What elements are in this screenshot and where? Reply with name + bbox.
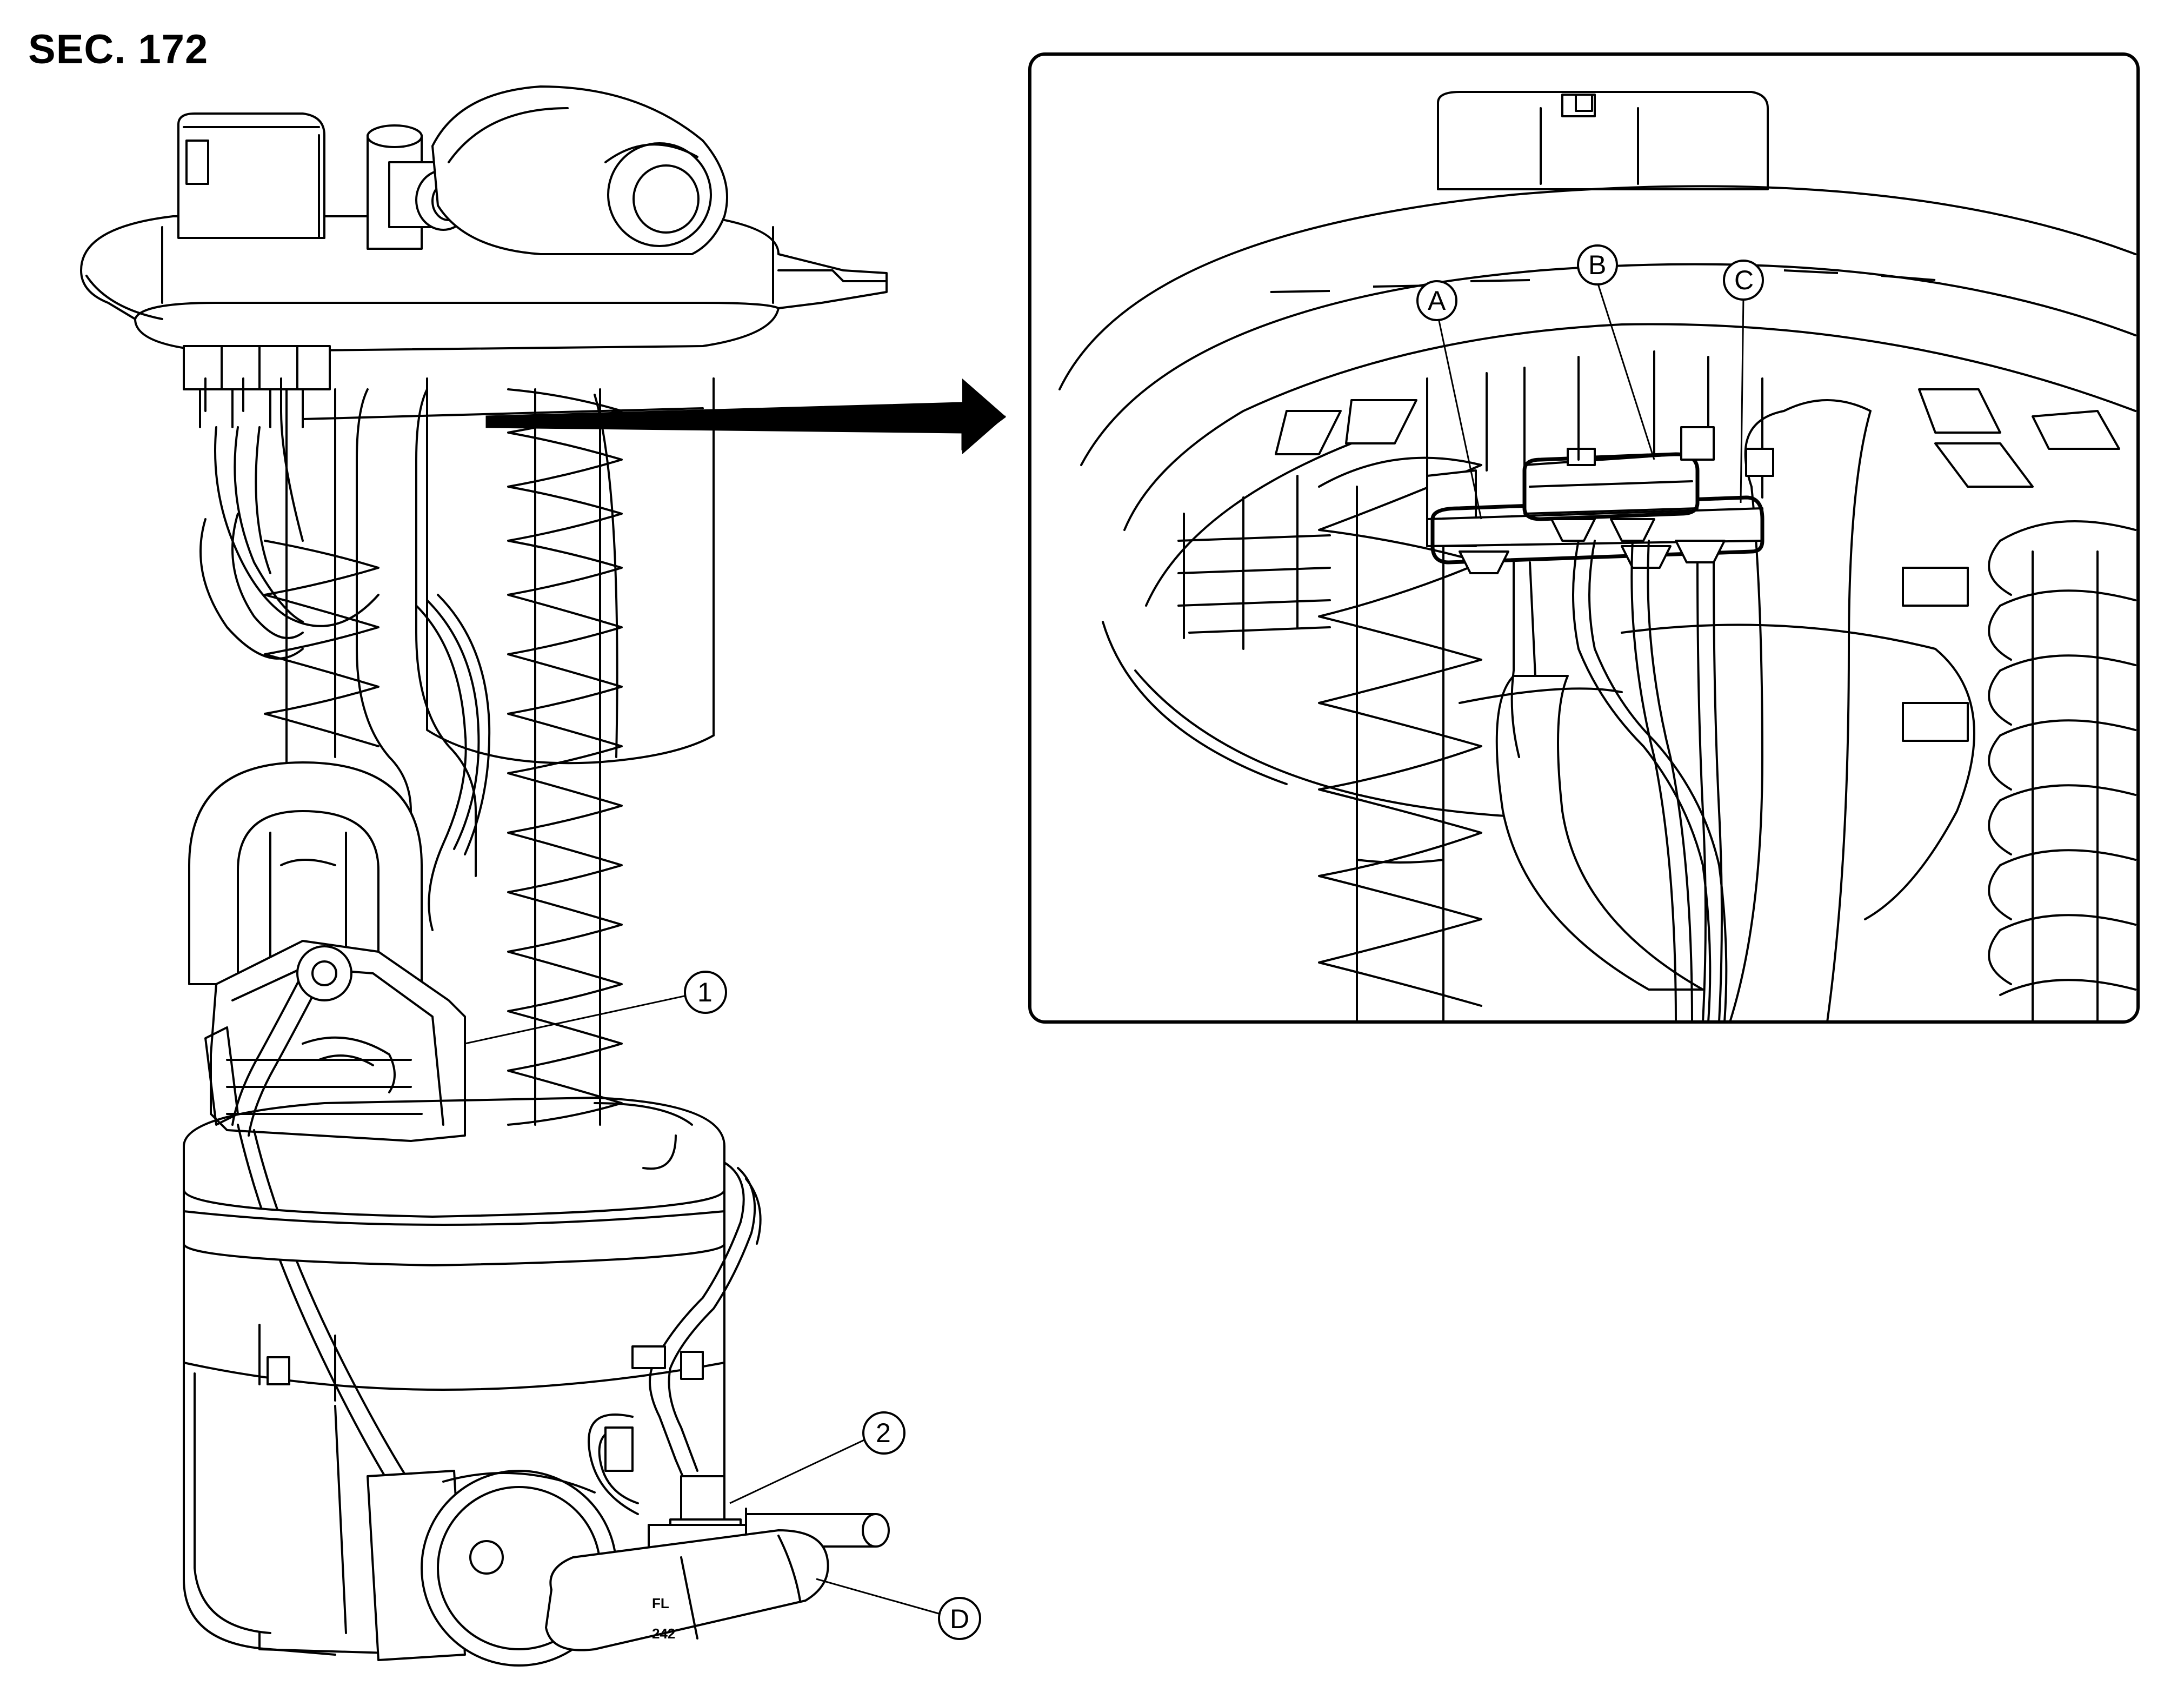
wire-harness bbox=[214, 410, 491, 931]
callout-B-label: B bbox=[1588, 250, 1606, 280]
spring-right bbox=[507, 388, 623, 1126]
callout-2: 2 bbox=[729, 1411, 905, 1504]
callout-D-label: D bbox=[950, 1604, 969, 1634]
float-arm-loop bbox=[188, 761, 423, 985]
fuel-pump-assembly: FL 242 bbox=[80, 85, 1006, 1667]
detail-arrow bbox=[302, 379, 1006, 454]
top-connector-housing bbox=[177, 112, 325, 239]
callout-C: C bbox=[1723, 260, 1764, 301]
callout-D: D bbox=[816, 1578, 981, 1640]
pump-wire-harness bbox=[588, 1162, 762, 1515]
large-outlet-housing bbox=[431, 85, 728, 255]
callout-A-label: A bbox=[1428, 286, 1446, 316]
section-label: SEC. 172 bbox=[28, 26, 209, 72]
reservoir-cup bbox=[183, 1097, 725, 1402]
spring-left bbox=[264, 540, 379, 747]
guide-rod-left bbox=[285, 388, 336, 785]
vertical-return-tube bbox=[356, 388, 477, 877]
float: FL 242 bbox=[545, 1529, 829, 1651]
rear-cylinder bbox=[426, 377, 715, 765]
callout-C-label: C bbox=[1734, 265, 1754, 295]
callout-A: A bbox=[1416, 280, 1457, 321]
float-mark-bottom: 242 bbox=[652, 1625, 675, 1642]
under-flange-connectors bbox=[183, 345, 331, 428]
callout-2-label: 2 bbox=[876, 1418, 891, 1448]
pump-housing bbox=[367, 1470, 617, 1667]
float-mark-top: FL bbox=[652, 1595, 669, 1611]
guide-rod-right bbox=[534, 388, 601, 1126]
callout-1-label: 1 bbox=[697, 977, 713, 1007]
callout-1: 1 bbox=[464, 971, 727, 1045]
detail-inset bbox=[1028, 52, 2140, 1024]
callout-B: B bbox=[1577, 244, 1618, 286]
